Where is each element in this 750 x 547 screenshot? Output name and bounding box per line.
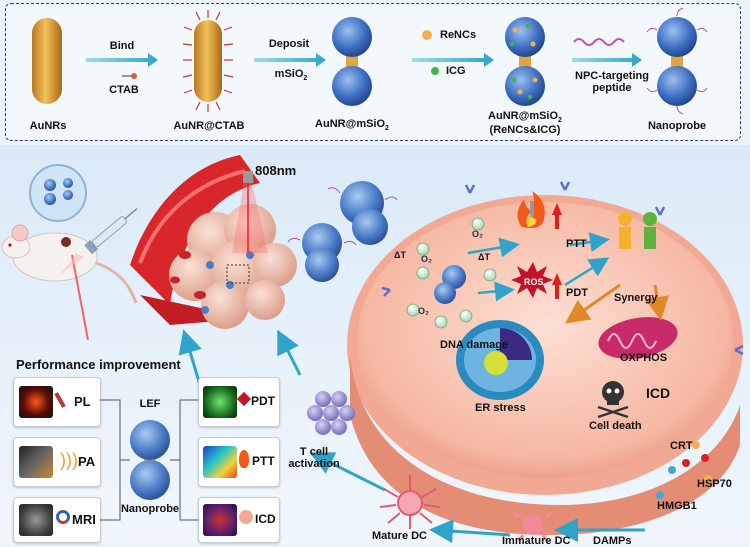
pa-label: PA — [78, 454, 96, 469]
nanoprobe-dumbbell — [646, 7, 708, 115]
step-deposit: Deposit — [268, 38, 310, 50]
laser-on-mouse — [71, 254, 89, 341]
immature-dc-label: Immature DC — [502, 535, 571, 547]
stage-aunr-ctab: AuNR@CTAB — [173, 120, 245, 132]
icd-thumbnail — [203, 504, 237, 536]
cell-arrows — [467, 232, 610, 302]
ptt-box: PTT — [198, 437, 280, 487]
ros-burst-icon — [236, 391, 252, 407]
ptt-label: PTT — [566, 238, 587, 250]
pl-box: PL — [13, 377, 101, 427]
pa-thumbnail — [19, 446, 53, 478]
loaded-dumbbell — [505, 17, 545, 106]
mitochondrion — [598, 317, 678, 359]
peptide-squiggle — [573, 38, 625, 46]
renc-dot — [422, 30, 432, 40]
crt-label: CRT — [670, 440, 693, 452]
legend-rencs: ReNCs — [440, 29, 477, 41]
mri-box: MRI — [13, 497, 101, 543]
t-cell-cluster — [307, 391, 355, 435]
ptt-flame-icon — [517, 191, 545, 228]
membrane-receptors — [381, 181, 744, 356]
synthesis-panel — [5, 3, 741, 141]
mature-dc-label: Mature DC — [372, 530, 428, 542]
delta-t-label-1: ΔT — [394, 250, 406, 260]
immune-arrows — [178, 329, 645, 544]
pdt-box-label: PDT — [251, 394, 275, 408]
laser-pen-icon — [54, 392, 66, 408]
mature-dc — [379, 475, 441, 529]
intracellular-nanoprobe — [434, 265, 466, 304]
damps-label: DAMPs — [593, 535, 632, 547]
aunr-rod — [32, 18, 62, 104]
cell-death-label: Cell death — [589, 420, 642, 432]
o2-label-1: O₂ — [421, 254, 432, 264]
oxphos-label: OXPHOS — [620, 352, 668, 364]
approaching-nanoprobes — [287, 181, 398, 282]
mri-thumbnail — [19, 504, 53, 536]
damps-particles — [656, 441, 712, 499]
dna-damage-label: DNA damage — [440, 339, 509, 351]
synthesis-graphics — [32, 7, 708, 115]
increase-arrows — [552, 203, 562, 299]
o2-bubbles — [406, 217, 497, 329]
icg-dot — [431, 67, 439, 75]
magnet-icon — [56, 510, 70, 524]
center-nanoprobe-label: Nanoprobe — [120, 503, 180, 515]
flame-icon — [239, 450, 249, 468]
er-stress-label: ER stress — [475, 402, 526, 414]
lef-label: LEF — [139, 398, 161, 410]
synergy-label: Synergy — [614, 292, 658, 304]
pl-thumbnail — [19, 386, 53, 418]
o2-label-3: O₂ — [418, 306, 429, 316]
tumor-cluster — [169, 204, 297, 329]
inset-nanoprobe-circle — [29, 164, 87, 222]
performance-center — [100, 399, 200, 521]
step-ctab: CTAB — [109, 84, 139, 96]
synergy-arrows — [565, 283, 669, 324]
step-msio2: mSiO2 — [274, 68, 308, 83]
hsp70-label: HSP70 — [697, 478, 732, 490]
laser-808-label: 808nm — [255, 163, 297, 178]
icd-label: ICD — [646, 385, 671, 401]
stage-aunr-msio2-loaded: AuNR@mSiO2(ReNCs&ICG) — [488, 110, 562, 137]
stage-nanoprobe: Nanoprobe — [647, 120, 707, 132]
skull-icon — [597, 381, 629, 419]
cancer-cell — [347, 195, 743, 535]
aunr-ctab-rod — [182, 10, 234, 112]
pdt-box: PDT — [198, 377, 280, 427]
icd-box: ICD — [198, 497, 280, 543]
legend-icg: ICG — [446, 65, 466, 77]
pdt-thumbnail — [203, 386, 237, 418]
ptt-box-label: PTT — [252, 454, 275, 468]
icd-box-label: ICD — [255, 512, 276, 526]
pa-box: ))) PA — [13, 437, 101, 487]
mri-label: MRI — [72, 512, 96, 527]
delta-t-label-2: ΔT — [478, 252, 490, 262]
pdt-ros-icon — [511, 262, 553, 298]
synergy-figures — [618, 212, 657, 249]
mechanism-graphics — [1, 155, 744, 544]
ros-label: ROS — [524, 277, 544, 287]
aunr-msio2-dumbbell — [332, 17, 372, 106]
wave-icon: ))) — [60, 450, 78, 470]
pdt-label: PDT — [566, 287, 588, 299]
cell-icon — [239, 510, 253, 524]
ptt-thumbnail — [203, 446, 237, 478]
synthesis-arrows — [86, 53, 642, 67]
stage-aunr-msio2: AuNR@mSiO2 — [315, 118, 389, 133]
syringe — [84, 207, 138, 255]
step-bind: Bind — [109, 40, 135, 52]
laser-beam — [232, 183, 268, 253]
hmgb1-label: HMGB1 — [657, 500, 697, 512]
er-nucleus — [456, 320, 544, 400]
mouse — [1, 224, 138, 304]
o2-label-2: O₂ — [472, 229, 483, 239]
stage-aunrs: AuNRs — [29, 120, 67, 132]
performance-title: Performance improvement — [16, 357, 181, 372]
pl-label: PL — [74, 394, 91, 409]
immature-dc — [513, 511, 553, 542]
